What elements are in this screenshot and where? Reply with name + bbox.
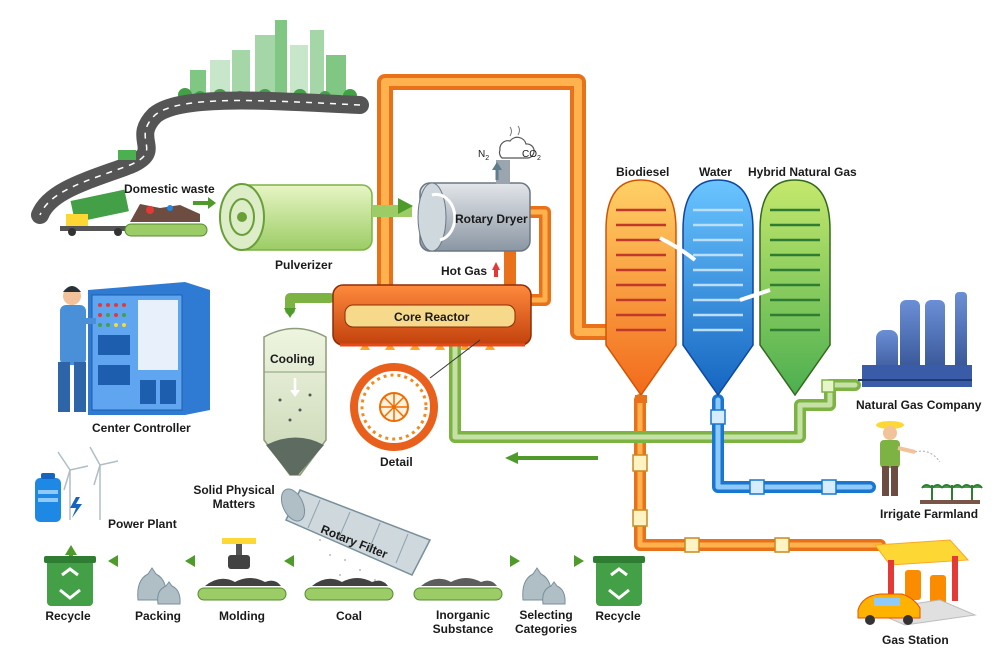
hot-gas-label: Hot Gas (441, 264, 488, 278)
co2-label: CO2 (522, 148, 541, 166)
biodiesel-tank (605, 179, 677, 403)
solid-physical-line-2: Matters (212, 497, 256, 511)
plant-icon (920, 484, 983, 504)
co2-text: CO (522, 149, 537, 160)
inorganic-line-1: Inorganic (435, 608, 490, 622)
hybrid-gas-tank (759, 179, 831, 397)
hot-gas-arrow (492, 262, 500, 277)
battery-icon (35, 473, 82, 522)
pulverizer-label: Pulverizer (275, 258, 333, 272)
pulverizer-arrow (398, 198, 413, 214)
detail-label: Detail (380, 455, 413, 469)
molding-press-icon (222, 538, 256, 569)
cooling-label: Cooling (270, 352, 315, 366)
center-controller-label: Center Controller (92, 421, 191, 435)
n2-text: N (478, 149, 486, 160)
cooling-tower-icon (263, 327, 327, 476)
inorganic-line-2: Substance (432, 622, 494, 636)
inorganic-substance-label: Inorganic Substance (433, 608, 494, 636)
pulverizer-icon (219, 183, 412, 251)
power-plant-label: Power Plant (108, 517, 177, 531)
rotary-dryer-label: Rotary Dryer (455, 212, 528, 226)
recycle-right-label: Recycle (595, 609, 641, 623)
packing-label: Packing (134, 609, 182, 623)
wind-turbine-icon (57, 446, 119, 520)
blue-pipe (712, 394, 876, 493)
operator-icon (58, 286, 96, 412)
detail-fan-icon (350, 363, 438, 451)
hybrid-natural-gas-label: Hybrid Natural Gas (748, 165, 857, 179)
molding-label: Molding (219, 609, 265, 623)
pipe-joints (632, 379, 837, 553)
conveyor-icon (124, 204, 208, 237)
gas-station-label: Gas Station (882, 633, 949, 647)
coal-label: Coal (335, 609, 363, 623)
solid-physical-line-1: Solid Physical (193, 483, 275, 497)
garbage-truck-icon (60, 150, 136, 236)
cloud-icon (498, 125, 535, 159)
core-reactor-label: Core Reactor (394, 310, 470, 324)
natural-gas-company-label: Natural Gas Company (856, 398, 982, 412)
farmer-icon (876, 421, 941, 496)
n2-subscript: 2 (485, 155, 490, 162)
water-label: Water (699, 165, 732, 179)
biodiesel-label: Biodiesel (616, 165, 670, 179)
car-icon (857, 593, 921, 625)
recycle-bin-icon (44, 556, 96, 606)
rotary-dryer-icon (417, 160, 531, 252)
domestic-waste-label: Domestic waste (124, 182, 215, 196)
control-cabinet-icon (88, 282, 210, 415)
selecting-line-1: Selecting (519, 608, 573, 622)
water-tank (682, 179, 754, 397)
refinery-icon (858, 292, 972, 387)
recycle-left-label: Recycle (45, 609, 91, 623)
core-reactor-icon (332, 284, 532, 350)
trash-bag-icon (137, 567, 566, 605)
n2-label: N2 (478, 148, 489, 166)
solid-physical-matters-label: Solid Physical Matters (193, 483, 274, 511)
selecting-line-2: Categories (514, 622, 578, 636)
co2-subscript: 2 (537, 155, 541, 162)
orange-pipe-loop (377, 74, 886, 551)
rotary-filter-icon (280, 488, 432, 581)
transfer-arrows (659, 236, 771, 302)
conveyor-icon (197, 578, 503, 601)
recycle-bin-icon (593, 556, 645, 606)
irrigate-farmland-label: Irrigate Farmland (880, 507, 979, 521)
flow-arrows-bottom (108, 452, 598, 567)
selecting-categories-label: Selecting Categories (515, 608, 577, 636)
